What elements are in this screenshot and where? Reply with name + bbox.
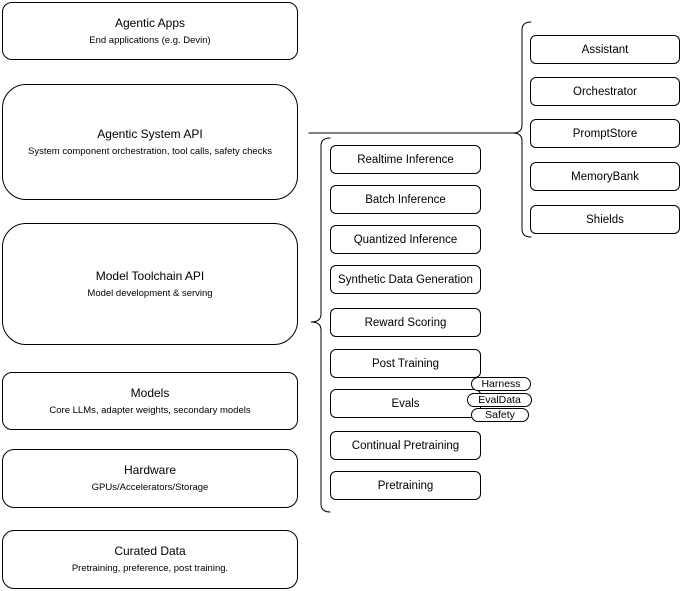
component-post-training-label: Post Training	[371, 357, 440, 370]
component-quantized-inference-label: Quantized Inference	[353, 233, 458, 246]
node-hardware-subtitle: GPUs/Accelerators/Storage	[91, 482, 209, 493]
node-agentic-apps-subtitle: End applications (e.g. Devin)	[89, 34, 211, 46]
component-evals-label: Evals	[391, 397, 420, 410]
component-memorybank-label: MemoryBank	[571, 170, 639, 183]
component-shields: Shields	[530, 205, 680, 234]
tag-harness: Harness	[471, 377, 531, 391]
tag-safety-label: Safety	[485, 408, 515, 421]
node-model-toolchain-api-subtitle: Model development & serving	[87, 287, 213, 299]
component-realtime-inference-label: Realtime Inference	[357, 153, 454, 166]
component-pretraining-label: Pretraining	[377, 479, 434, 492]
component-quantized-inference: Quantized Inference	[330, 225, 481, 254]
component-memorybank: MemoryBank	[530, 162, 680, 191]
component-synthetic-data-generation: Synthetic Data Generation	[330, 265, 481, 294]
component-promptstore: PromptStore	[530, 119, 680, 148]
node-model-toolchain-api: Model Toolchain API Model development & s…	[2, 223, 298, 345]
component-pretraining: Pretraining	[330, 471, 481, 500]
node-model-toolchain-api-title: Model Toolchain API	[95, 268, 205, 283]
component-post-training: Post Training	[330, 349, 481, 378]
node-hardware-title: Hardware	[123, 463, 177, 477]
component-synthetic-data-generation-label: Synthetic Data Generation	[338, 273, 473, 286]
node-agentic-system-api: Agentic System API System component orche…	[2, 84, 298, 200]
tag-harness-label: Harness	[481, 377, 521, 390]
component-promptstore-label: PromptStore	[572, 127, 638, 140]
tag-evaldata: EvalData	[467, 393, 532, 407]
tag-evaldata-label: EvalData	[478, 393, 521, 406]
node-models-title: Models	[130, 385, 170, 400]
component-batch-inference: Batch Inference	[330, 185, 481, 214]
component-batch-inference-label: Batch Inference	[365, 193, 446, 206]
component-realtime-inference: Realtime Inference	[330, 145, 481, 174]
node-agentic-system-api-title: Agentic System API	[97, 126, 203, 141]
node-curated-data-title: Curated Data	[114, 544, 186, 558]
component-shields-label: Shields	[586, 213, 624, 226]
component-orchestrator-label: Orchestrator	[573, 85, 637, 98]
component-continual-pretraining-label: Continual Pretraining	[351, 439, 460, 452]
tag-safety: Safety	[471, 408, 529, 422]
component-orchestrator: Orchestrator	[530, 77, 680, 106]
component-reward-scoring: Reward Scoring	[330, 308, 481, 337]
node-models-subtitle: Core LLMs, adapter weights, secondary mo…	[49, 404, 251, 416]
node-curated-data-subtitle: Pretraining, preference, post training.	[71, 563, 229, 574]
node-agentic-apps-title: Agentic Apps	[114, 15, 186, 30]
node-agentic-system-api-subtitle: System component orchestration, tool cal…	[28, 145, 272, 157]
brace-system-components	[512, 21, 532, 238]
component-assistant-label: Assistant	[581, 43, 629, 56]
component-evals: Evals	[330, 389, 481, 418]
brace-toolchain-components	[310, 137, 331, 513]
component-assistant: Assistant	[530, 35, 680, 64]
component-continual-pretraining: Continual Pretraining	[330, 431, 481, 460]
component-reward-scoring-label: Reward Scoring	[364, 316, 447, 329]
